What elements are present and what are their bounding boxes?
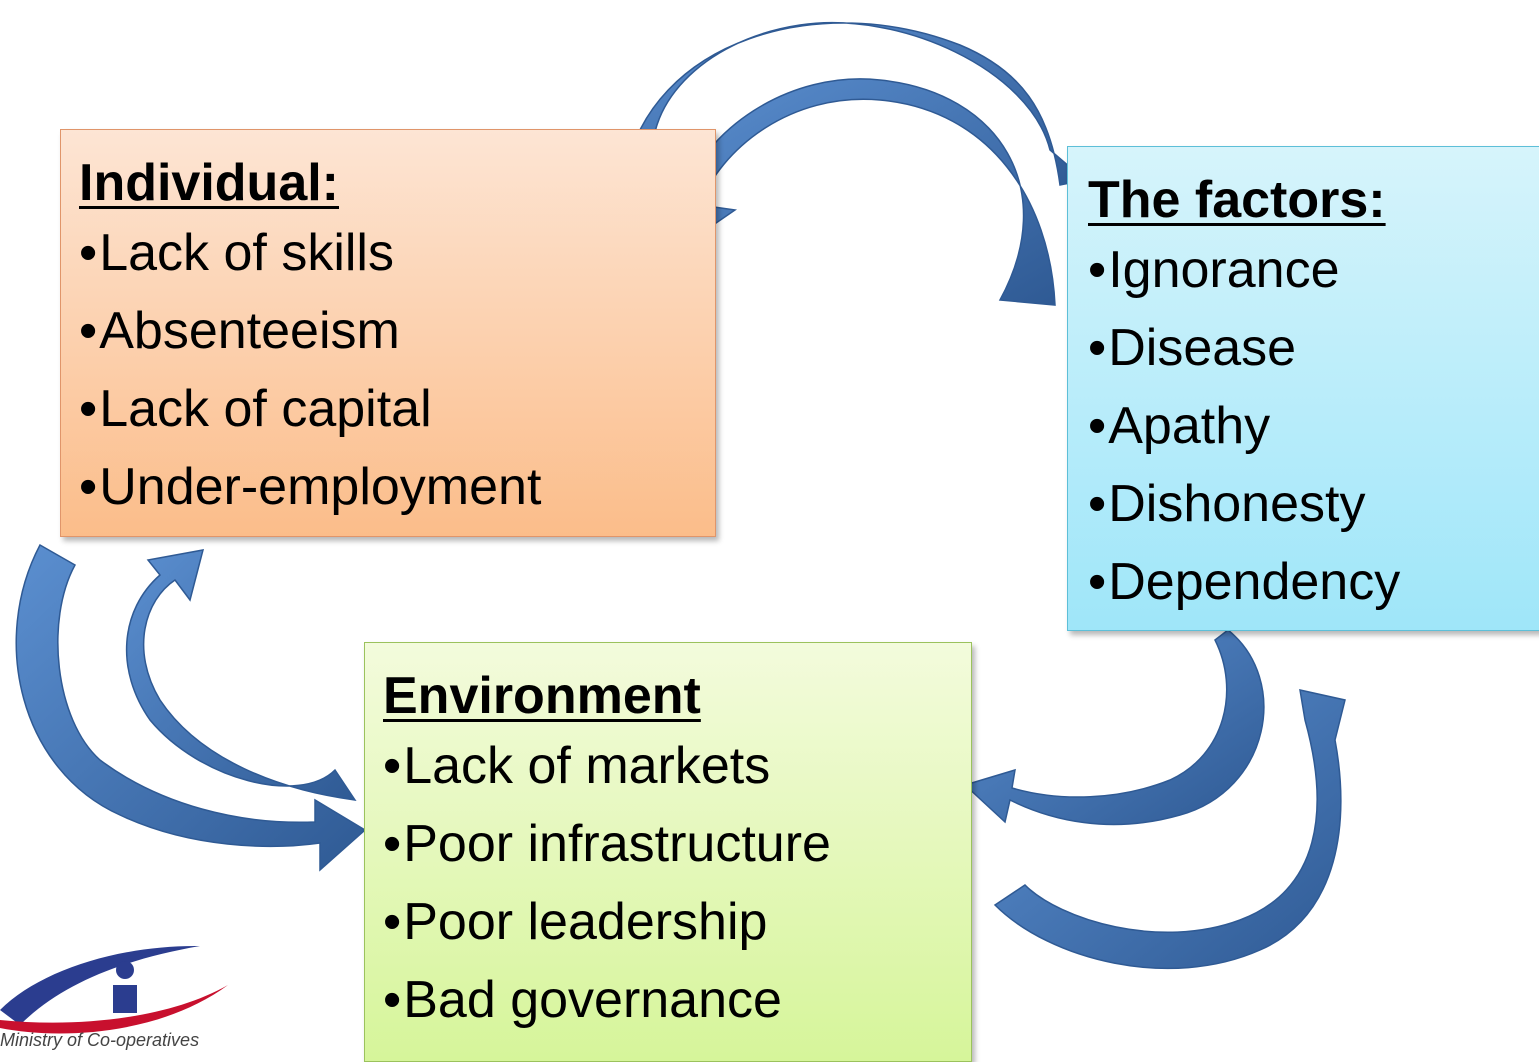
factors-box: The factors: Ignorance Disease Apathy Di… xyxy=(1067,146,1539,631)
arrow-left-outer xyxy=(15,543,367,872)
list-item: Disease xyxy=(1088,309,1526,387)
individual-list: Lack of skills Absenteeism Lack of capit… xyxy=(79,214,697,526)
individual-box: Individual: Lack of skills Absenteeism L… xyxy=(60,129,716,537)
ministry-logo-icon xyxy=(0,945,228,1034)
list-item: Bad governance xyxy=(383,961,953,1039)
list-item: Poor infrastructure xyxy=(383,805,953,883)
list-item: Absenteeism xyxy=(79,292,697,370)
arrow-right-lower xyxy=(993,689,1346,970)
list-item: Poor leadership xyxy=(383,883,953,961)
environment-box: Environment Lack of markets Poor infrast… xyxy=(364,642,972,1062)
list-item: Lack of skills xyxy=(79,214,697,292)
environment-list: Lack of markets Poor infrastructure Poor… xyxy=(383,727,953,1039)
factors-list: Ignorance Disease Apathy Dishonesty Depe… xyxy=(1088,231,1526,621)
individual-title: Individual: xyxy=(79,154,339,212)
environment-title: Environment xyxy=(383,667,701,725)
arrow-left-inner xyxy=(125,549,357,801)
list-item: Under-employment xyxy=(79,448,697,526)
logo-caption: Ministry of Co-operatives xyxy=(0,1030,200,1050)
list-item: Lack of capital xyxy=(79,370,697,448)
arrow-right-upper xyxy=(963,629,1265,826)
list-item: Dependency xyxy=(1088,543,1526,621)
list-item: Lack of markets xyxy=(383,727,953,805)
list-item: Apathy xyxy=(1088,387,1526,465)
list-item: Ignorance xyxy=(1088,231,1526,309)
factors-title: The factors: xyxy=(1088,171,1386,229)
list-item: Dishonesty xyxy=(1088,465,1526,543)
